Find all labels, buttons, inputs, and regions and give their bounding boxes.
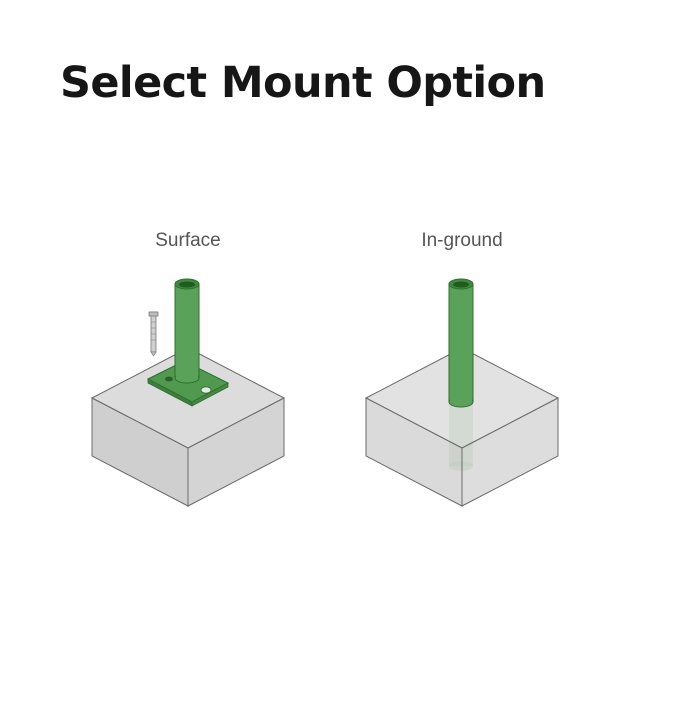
bolt-hole-icon	[200, 386, 212, 394]
anchor-bolt-icon	[148, 311, 159, 357]
mount-option-label: Surface	[155, 230, 221, 251]
concrete-block-right	[461, 397, 559, 507]
concrete-block-right	[187, 397, 285, 507]
surface-mount-illustration-icon	[90, 278, 286, 507]
bolt-hole-icon	[165, 376, 173, 382]
mount-option-label: In-ground	[421, 230, 503, 251]
in-ground-mount-illustration-icon	[364, 278, 560, 507]
mount-option-in-ground[interactable]: In-ground	[352, 226, 572, 516]
mount-option-surface[interactable]: Surface	[78, 226, 298, 516]
page-title: Select Mount Option	[60, 58, 546, 108]
